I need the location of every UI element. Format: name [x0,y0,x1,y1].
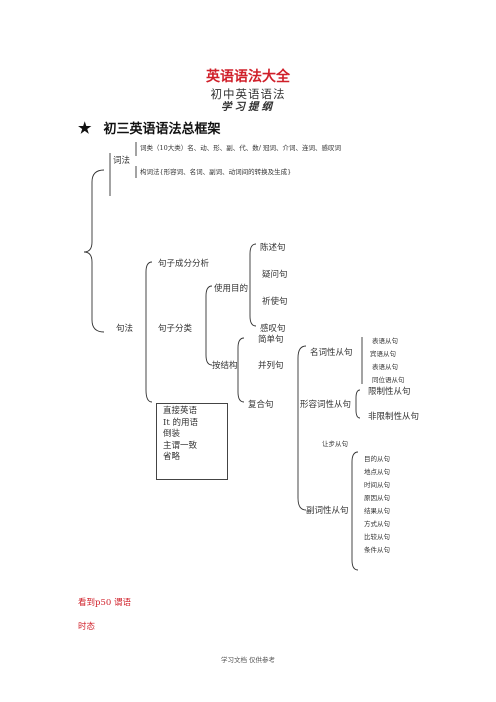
special-topics-box: 直接英语 It 的用语 倒装 主谓一致 省略 [156,403,228,480]
purpose-item: 陈述句 [260,243,286,253]
adv-clause-item: 地点从句 [364,468,390,476]
purpose-item: 疑问句 [262,270,288,280]
noun-clause-item: 表语从句 [372,363,398,371]
label-shiyong-mudi: 使用目的 [214,284,249,294]
adv-brace [351,451,359,571]
box-item: 主谓一致 [163,440,198,451]
link-tense[interactable]: 时态 [78,622,96,632]
label-goucifa: 构词法{形容词、名词、副词、动词间的转换及生成} [140,168,292,176]
adj-clause-item: 限制性从句 [368,387,411,397]
adv-clause-item: 原因从句 [364,494,390,502]
label-jufa: 句法 [116,324,134,334]
structure-item: 复合句 [248,400,274,410]
section-heading-text: 初三英语语法总框架 [103,122,221,137]
noun-clause-item: 表语从句 [372,337,398,345]
label-cifa: 词法 [113,156,131,166]
adj-brace [355,389,361,419]
label-cilei: 词类（10大类）名、动、形、副、代、数/ 冠词、介词、连词、感叹词 [140,144,342,152]
document-subtitle: 初中英语语法 [210,87,286,101]
jufa-brace [145,261,153,403]
adv-clause-item: 方式从句 [364,520,390,528]
adv-clause-item: 结果从句 [364,507,390,515]
purpose-brace [249,243,257,327]
adv-clause-item: 目的从句 [364,455,390,463]
section-heading: ★ 初三英语语法总框架 [78,118,220,137]
label-juzi-fenlei: 句子分类 [158,324,193,334]
box-item: 直接英语 [163,406,198,416]
label-fuci-congju: 副词性从句 [306,506,349,516]
structure-brace [237,337,245,403]
adv-clause-item: 比较从句 [364,533,390,541]
structure-item: 简单句 [258,335,284,345]
noun-clause-item: 同位语从句 [372,376,405,384]
document-title: 英语语法大全 [206,69,290,85]
purpose-item: 祈使句 [262,297,288,307]
label-an-jiegou: 按结构 [212,361,238,371]
document-subtitle-outline: 学习提纲 [221,101,275,113]
adv-clause-item: 条件从句 [364,546,390,554]
adv-clause-item: 时间从句 [364,481,390,489]
structure-item: 并列句 [258,361,284,371]
main-brace [83,169,105,333]
link-see-p50[interactable]: 看到p50 谓语 [78,598,131,608]
star-icon: ★ [78,119,92,137]
page-footer: 学习文档 仅供参考 [220,656,276,664]
label-mingci-congju: 名词性从句 [310,348,353,358]
box-item: 倒装 [163,429,181,439]
adj-clause-item: 非限制性从句 [368,412,420,422]
fenlei-brace [205,285,213,366]
complex-brace [297,345,307,511]
label-juzi-chengfen: 句子成分分析 [158,259,210,269]
label-rangbu-congju: 让步从句 [322,440,348,448]
noun-clause-item: 宾语从句 [370,350,396,358]
label-xingrong-congju: 形容词性从句 [300,400,352,410]
purpose-item: 感叹句 [260,324,286,334]
box-item: It 的用语 [163,417,198,428]
box-item: 省略 [163,452,181,462]
